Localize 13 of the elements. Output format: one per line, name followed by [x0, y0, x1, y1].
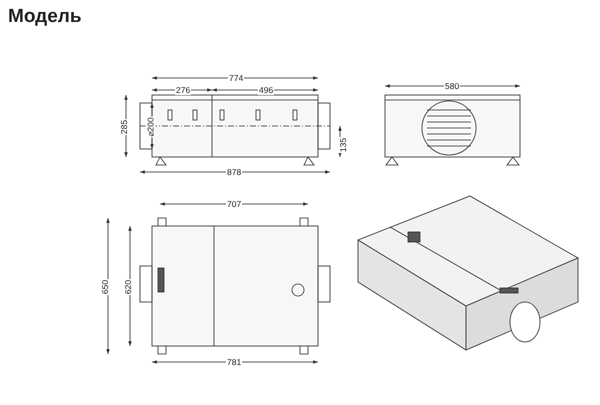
dimension-label: 276 — [175, 85, 192, 95]
dimension-label: 285 — [119, 118, 130, 136]
dimension-label: 650 — [100, 278, 110, 296]
dimension-label: 580 — [444, 81, 460, 91]
dimension-label: 774 — [228, 73, 244, 83]
title: Модель — [8, 6, 82, 28]
dimension-label: 781 — [226, 357, 242, 367]
dimension-label: 496 — [258, 85, 274, 95]
dimension-label: 135 — [338, 136, 348, 154]
dimension-label: 707 — [226, 199, 242, 209]
dimension-label: ⌀200 — [146, 116, 156, 138]
dimension-label: 878 — [226, 167, 242, 177]
dimension-label: 620 — [123, 278, 134, 296]
